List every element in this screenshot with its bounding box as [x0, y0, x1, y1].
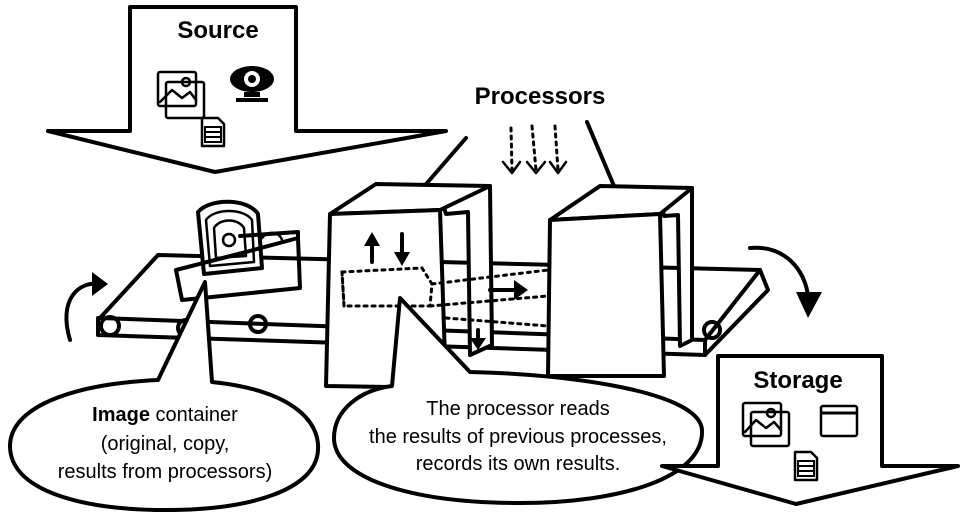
processor-callout-line3: records its own results. — [416, 453, 621, 475]
processor-callout-line1: The processor reads — [426, 398, 609, 420]
processor-gate-right — [546, 184, 694, 378]
processor-callout-line2: the results of previous processes, — [369, 426, 667, 448]
image-container-box — [174, 199, 302, 302]
webcam-icon — [230, 66, 274, 102]
belt-loop-arrows — [64, 245, 822, 342]
storage-label: Storage — [753, 367, 842, 394]
image-callout-line1: Image container — [92, 404, 238, 426]
source-label: Source — [177, 17, 258, 44]
window-icon — [819, 404, 859, 438]
image-callout-line3: results from processors) — [58, 461, 273, 483]
file-icon — [793, 450, 819, 482]
image-icon — [156, 70, 206, 120]
processors-label: Processors — [475, 83, 606, 110]
processor-callout: The processor reads the results of previ… — [332, 296, 705, 505]
file-icon — [200, 116, 226, 148]
storage-arrow: Storage — [660, 354, 960, 506]
image-container-callout: Image container (original, copy, results… — [8, 280, 321, 512]
image-callout-line2: (original, copy, — [101, 433, 230, 455]
source-arrow: Source — [46, 5, 448, 174]
image-icon — [741, 401, 791, 448]
